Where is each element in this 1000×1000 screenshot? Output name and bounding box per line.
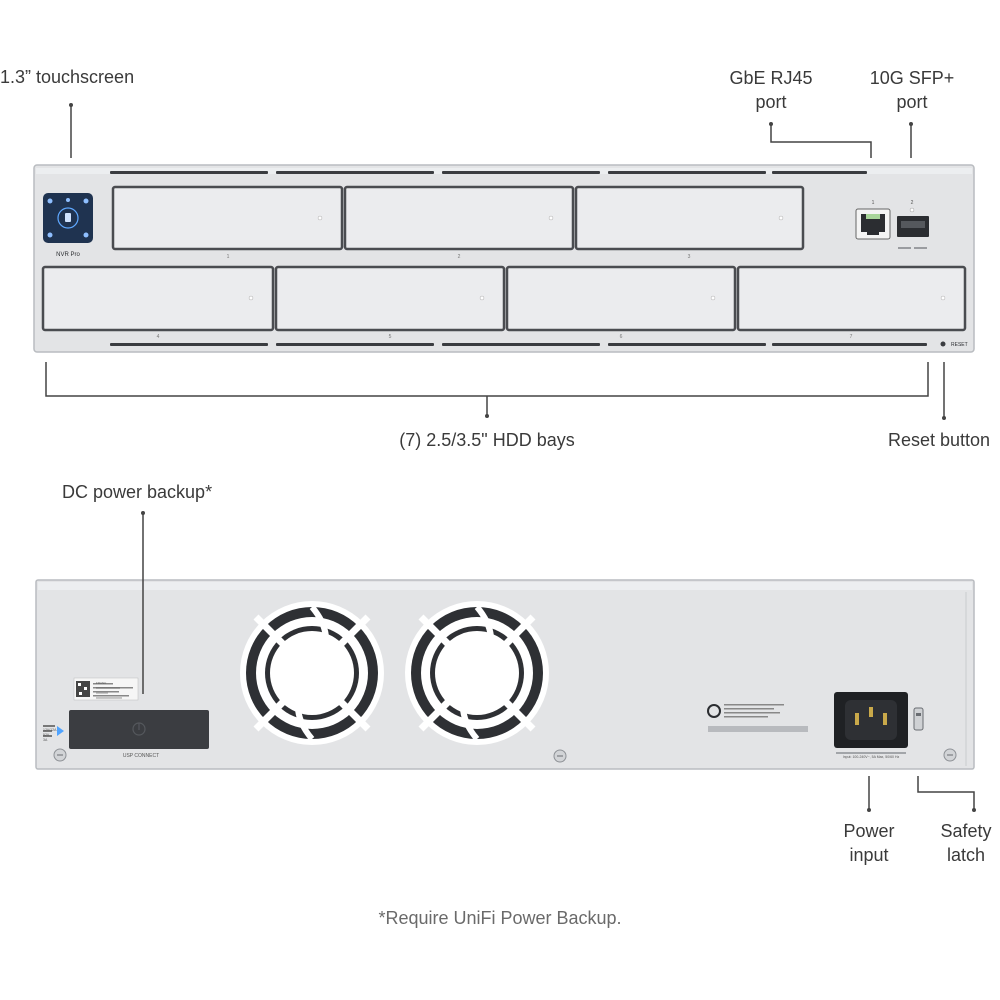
front-vents-bottom: [110, 343, 927, 346]
screw: [553, 749, 567, 763]
dc-power-backup-port[interactable]: [69, 710, 209, 749]
sticker-text: FRANC: [96, 681, 107, 685]
safety-latch[interactable]: [913, 707, 924, 731]
gbe-port-label: GbE RJ45 port: [729, 68, 813, 112]
sticker-text: XXXXXX: [96, 691, 108, 695]
hdd-bay[interactable]: [111, 185, 344, 251]
touchscreen[interactable]: [43, 193, 93, 243]
hdd-bay[interactable]: [736, 265, 967, 332]
serial-sticker: [73, 677, 139, 701]
hdd-bays-label: (7) 2.5/3.5" HDD bays: [399, 430, 575, 450]
sticker-text: XXXXXXXXXXXXX: [96, 696, 122, 700]
hdd-bay[interactable]: [574, 185, 805, 251]
dc-indicator: [43, 725, 64, 737]
screw: [53, 748, 67, 762]
dc-label: 52V: [43, 733, 50, 737]
rj45-port[interactable]: [855, 208, 891, 240]
hdd-bay[interactable]: [343, 185, 575, 251]
screw: [943, 748, 957, 762]
usp-label: USP CONNECT: [123, 753, 159, 759]
bay-number: 2: [458, 254, 461, 260]
hdd-bay[interactable]: [505, 265, 737, 332]
sfp-port-label: 10G SFP+ port: [869, 68, 955, 112]
model-label: NVR Pro: [56, 252, 80, 258]
rear-panel: [35, 579, 975, 770]
compliance-marks: [707, 704, 808, 732]
safety-latch-label: Safety latch: [940, 821, 992, 865]
touchscreen-label: 1.3” touchscreen: [0, 67, 135, 87]
dc-power-backup-label: DC power backup*: [62, 482, 213, 502]
sfp-led: [909, 207, 915, 213]
rating-text: [836, 752, 906, 754]
front-panel: [33, 164, 975, 353]
reset-button[interactable]: [940, 341, 946, 347]
power-input-label: Power input: [843, 821, 895, 865]
footnote: *Require UniFi Power Backup.: [378, 908, 622, 928]
bay-number: 1: [227, 254, 230, 260]
port-number: 2: [911, 200, 914, 206]
power-inlet[interactable]: [834, 692, 908, 748]
sfp-port[interactable]: [897, 216, 929, 249]
hdd-bay[interactable]: [41, 265, 275, 332]
bay-number: 5: [389, 334, 392, 340]
reset-label: RESET: [951, 342, 968, 348]
rear-leader-lines: [141, 511, 976, 812]
bay-number: 3: [688, 254, 691, 260]
power-rating: Input: 100-240V~, 5A Max, 50/60 Hz: [843, 755, 900, 759]
hdd-bay[interactable]: [274, 265, 506, 332]
front-leader-lines: [45, 103, 946, 420]
port-number: 1: [872, 200, 875, 206]
bay-number: 6: [620, 334, 623, 340]
dc-label: 3A: [43, 738, 48, 742]
fan: [405, 601, 549, 745]
reset-button-label: Reset button: [888, 430, 991, 450]
front-vents-top: [110, 171, 867, 174]
bay-number: 4: [157, 334, 160, 340]
dc-label: 12V/12A: [43, 728, 57, 732]
bay-number: 7: [850, 334, 853, 340]
fan: [240, 601, 384, 745]
sticker-text: XXXXXXXXXXXX: [96, 686, 120, 690]
